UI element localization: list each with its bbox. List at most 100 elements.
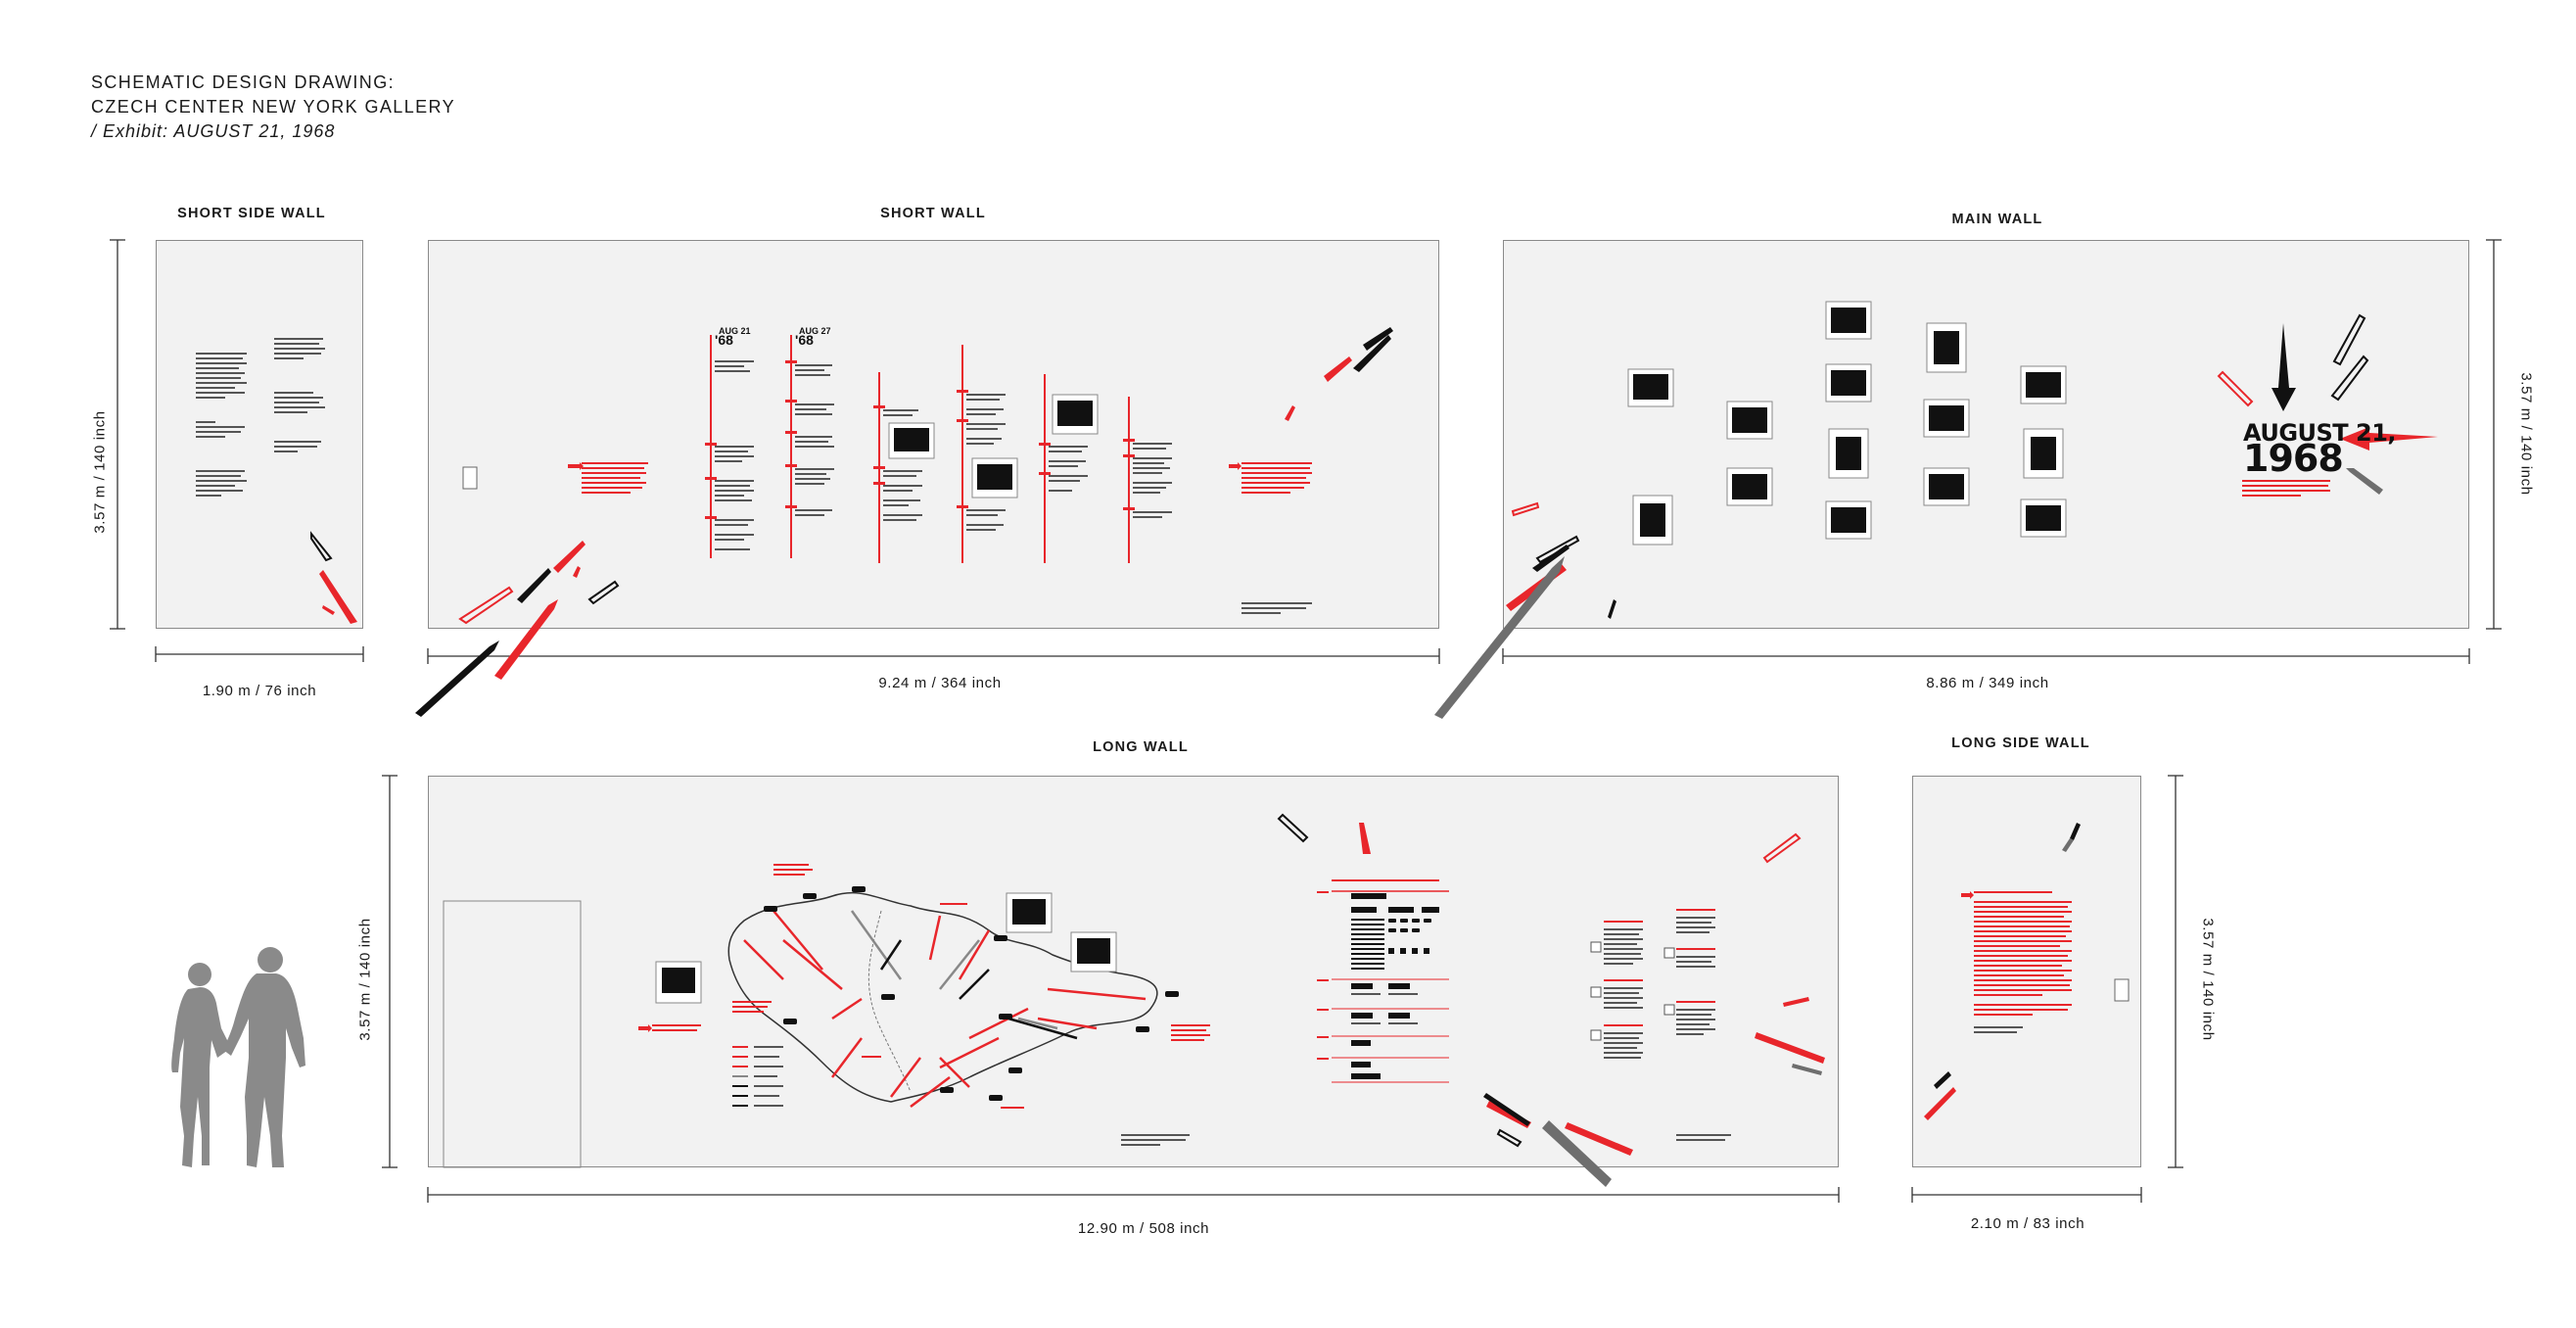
drawing-header: SCHEMATIC DESIGN DRAWING: CZECH CENTER N… xyxy=(91,71,455,144)
photo-thumb xyxy=(1663,1004,1675,1016)
door-outline xyxy=(443,900,582,1168)
long-side-wall-content xyxy=(1924,823,2130,1120)
map-labels-red xyxy=(732,864,1210,1109)
exhibit-subtext xyxy=(2242,480,2330,497)
arrow-red-icon xyxy=(1755,1032,1825,1064)
drawing-subtitle: / Exhibit: AUGUST 21, 1968 xyxy=(91,121,336,141)
arrow-red-icon xyxy=(1229,462,1241,470)
arrow-black-icon xyxy=(1608,599,1616,619)
exhibit-title-year: 1968 xyxy=(2243,437,2344,480)
statistics-panel xyxy=(1317,879,1449,1083)
long-wall-content xyxy=(443,813,1825,1187)
short-wall-content: AUG 21 '68 AUG 27 '68 xyxy=(415,326,1393,717)
timeline-col-1-label: AUG 21 xyxy=(719,326,751,336)
photo-frame-landscape xyxy=(2020,498,2067,538)
arrow-outline-icon xyxy=(458,586,514,625)
timeline-col-3 xyxy=(873,372,935,563)
arrow-black-icon xyxy=(1934,1071,1951,1089)
photo-frame-landscape xyxy=(1726,467,1773,506)
arrow-grey-icon xyxy=(2062,838,2074,852)
testimony-texts xyxy=(1590,909,1715,1059)
arrow-red-icon xyxy=(1359,823,1371,854)
main-wall-title: MAIN WALL xyxy=(1951,212,2043,227)
arrow-red-icon xyxy=(1961,891,1974,899)
timeline-col-1: AUG 21 '68 xyxy=(705,326,754,558)
map-credit xyxy=(1121,1134,1190,1146)
arrow-red-icon xyxy=(1783,997,1809,1007)
arrow-outline-icon xyxy=(1277,813,1309,843)
arrow-outline-icon xyxy=(1535,535,1580,564)
map-border xyxy=(727,891,1158,1103)
arrow-red-icon xyxy=(1565,1122,1633,1156)
long-wall-credit xyxy=(1676,1134,1731,1141)
arrow-outline-icon xyxy=(2217,370,2254,407)
photo-frame-portrait xyxy=(2023,428,2064,479)
long-wall-width-dimension: 12.90 m / 508 inch xyxy=(1077,1220,1210,1237)
long-side-intro-red xyxy=(1974,891,2072,1016)
map-czechoslovakia xyxy=(727,864,1210,1109)
arrow-outline-icon xyxy=(1762,832,1802,864)
photo-frame-landscape xyxy=(2020,365,2067,404)
arrow-outline-icon xyxy=(2332,313,2366,366)
photo-frame-landscape xyxy=(1825,301,1872,340)
short-wall-title: SHORT WALL xyxy=(880,206,986,221)
closing-text-red xyxy=(1241,462,1312,494)
grey-routes xyxy=(850,910,1058,1030)
arrow-red-icon xyxy=(494,599,558,680)
long-side-credit xyxy=(1974,1026,2023,1033)
long-side-wall-width-dimension: 2.10 m / 83 inch xyxy=(1970,1215,2085,1232)
stat-tank-icons xyxy=(1388,919,1431,932)
photo-thumb xyxy=(1590,1029,1602,1041)
timeline-col-6 xyxy=(1123,397,1172,563)
stat-list xyxy=(1351,919,1384,970)
arrow-grey-icon xyxy=(1542,1120,1612,1187)
woman-silhouette-icon xyxy=(171,963,231,1167)
photo xyxy=(1012,899,1046,925)
photo-thumb xyxy=(1663,947,1675,959)
short-side-wall-arrows xyxy=(310,531,357,624)
timeline-col-2-label: AUG 27 xyxy=(799,326,831,336)
text-block xyxy=(274,441,321,452)
photo-frame-landscape xyxy=(1923,399,1970,438)
text-block xyxy=(274,392,325,413)
black-routes xyxy=(879,939,1078,1040)
map-markers xyxy=(764,886,1179,1101)
main-wall-panel xyxy=(1503,240,2469,629)
photo-frame-landscape xyxy=(1923,467,1970,506)
arrow-red-icon xyxy=(568,462,584,470)
short-side-wall-title: SHORT SIDE WALL xyxy=(177,206,326,221)
photo-thumb xyxy=(1590,941,1602,953)
arrow-outline-icon xyxy=(2330,355,2369,402)
photo-frame-portrait xyxy=(1632,495,1673,545)
timeline-col-4 xyxy=(957,345,1018,563)
short-side-wall-panel xyxy=(156,240,363,629)
arrow-black-icon xyxy=(1353,335,1391,372)
photo-frame-landscape xyxy=(1726,401,1773,440)
drawing-title-line-2: CZECH CENTER NEW YORK GALLERY xyxy=(91,97,456,117)
arrow-red-icon xyxy=(319,570,357,624)
credits-text xyxy=(1241,602,1312,614)
wall-outlet-box xyxy=(462,466,478,490)
arrow-outline-icon xyxy=(587,580,620,605)
drawing-title-line-1: SCHEMATIC DESIGN DRAWING: xyxy=(91,72,396,92)
photo-frame-portrait xyxy=(1926,322,1967,373)
wall-outlet-box xyxy=(2114,978,2130,1002)
photo xyxy=(662,968,695,993)
arrow-red-icon xyxy=(2340,427,2438,451)
long-wall-title: LONG WALL xyxy=(1093,739,1189,755)
photo-frame-landscape xyxy=(1825,500,1872,540)
arrow-red-icon xyxy=(638,1024,652,1032)
man-silhouette-icon xyxy=(223,947,305,1167)
arrow-red-icon xyxy=(1924,1087,1956,1120)
arrow-red-icon xyxy=(553,541,585,573)
photo-frame-portrait xyxy=(1828,428,1869,479)
arrow-grey-icon xyxy=(1434,556,1565,719)
main-wall-content xyxy=(1434,301,2438,719)
text-block xyxy=(196,421,245,438)
stat-aircraft-icons xyxy=(1388,948,1429,954)
arrow-outline-icon xyxy=(1496,1128,1522,1148)
photo-frame-landscape xyxy=(1825,363,1872,403)
long-side-wall-title: LONG SIDE WALL xyxy=(1951,735,2090,751)
photo-thumb xyxy=(1590,986,1602,998)
